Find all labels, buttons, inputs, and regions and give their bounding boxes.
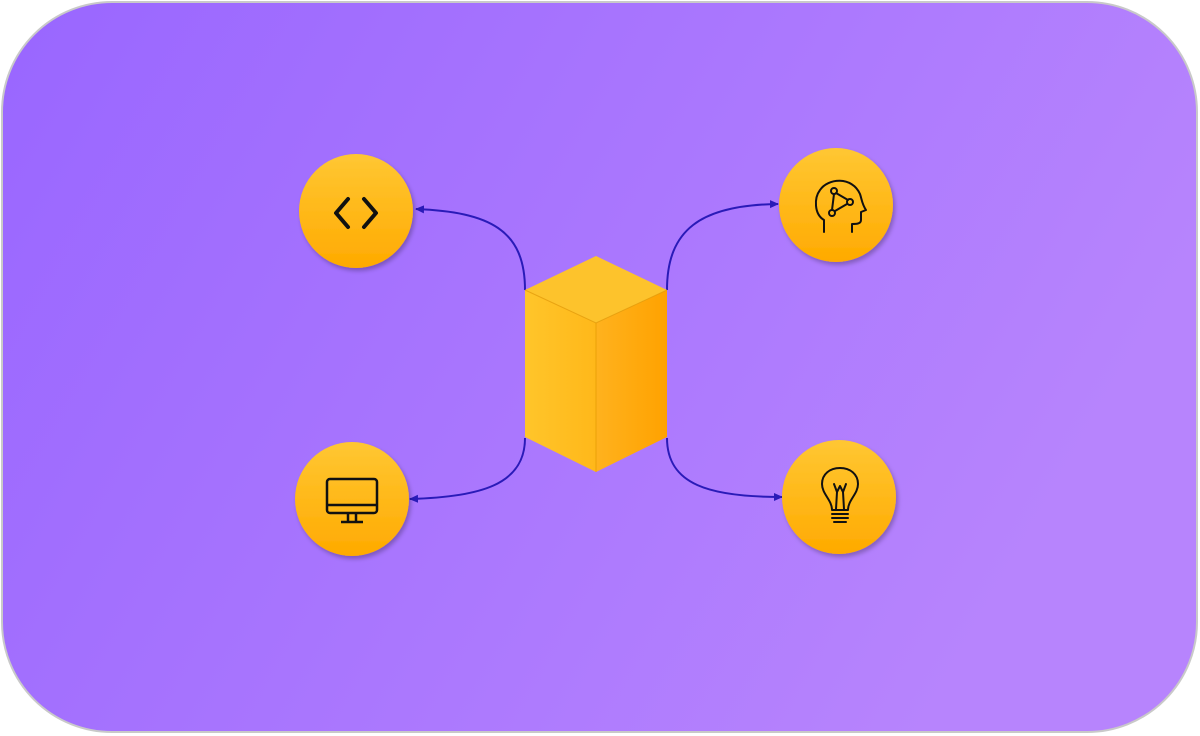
code-brackets-icon — [334, 197, 378, 229]
ai-brain-head-icon — [814, 179, 867, 233]
edges — [409, 200, 783, 503]
edge-center-to-monitor — [409, 437, 526, 503]
node-idea — [782, 440, 896, 554]
lightbulb-icon — [821, 467, 859, 523]
edge-center-to-code — [415, 205, 526, 291]
node-ai-head — [779, 148, 893, 262]
center-cube — [524, 256, 668, 472]
cube-left-face — [525, 290, 596, 472]
node-monitor — [295, 442, 409, 556]
desktop-monitor-icon — [325, 477, 379, 524]
edge-center-to-idea — [666, 437, 783, 501]
cube-right-face — [596, 290, 667, 472]
edge-center-to-ai-head — [666, 200, 779, 291]
node-code — [299, 154, 413, 268]
